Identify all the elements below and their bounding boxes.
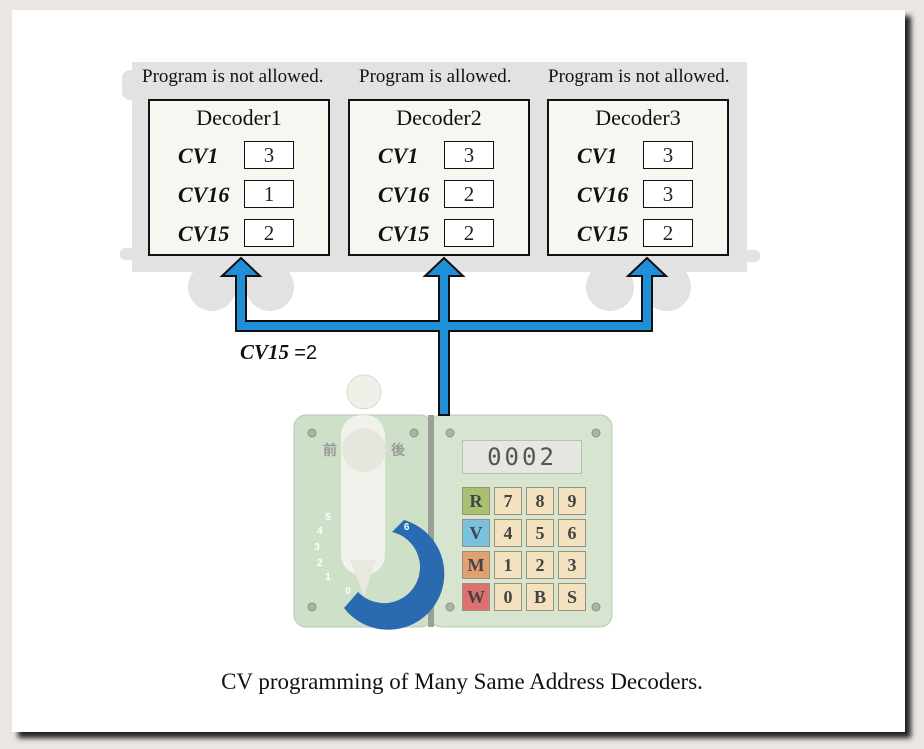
dial-number: 1: [325, 572, 331, 583]
command-label: CV15: [240, 340, 290, 364]
cv-label: CV16: [577, 182, 629, 207]
car-coupler-left: [120, 248, 150, 260]
cv-value: 3: [244, 141, 294, 169]
key-9-button[interactable]: 9: [558, 487, 586, 515]
key-5-button[interactable]: 5: [526, 519, 554, 547]
branch-arrow: [219, 256, 669, 416]
cv-value: 2: [444, 180, 494, 208]
cv-label: CV1: [178, 143, 219, 168]
cv-value: 3: [643, 141, 693, 169]
key-0-button[interactable]: 0: [494, 583, 522, 611]
panel-divider: [428, 415, 434, 627]
key-v-button[interactable]: V: [462, 519, 490, 547]
cv15-row: CV15 2: [178, 219, 318, 251]
cv-value: 1: [244, 180, 294, 208]
key-8-button[interactable]: 8: [526, 487, 554, 515]
dial-number: 4: [317, 526, 323, 537]
car-coupler-left-top: [122, 70, 142, 100]
key-w-button[interactable]: W: [462, 583, 490, 611]
cv-value: 3: [444, 141, 494, 169]
key-3-button[interactable]: 3: [558, 551, 586, 579]
lever-tip: [350, 560, 376, 596]
dial-numbers: 0 12 3 45 6: [314, 512, 410, 597]
cv-label: CV15: [378, 221, 430, 246]
cv-label: CV1: [577, 143, 618, 168]
cv-value: 3: [643, 180, 693, 208]
decoder2-status: Program is allowed.: [359, 66, 512, 87]
lever-knob[interactable]: [346, 374, 382, 410]
decoder3-box: Decoder3 CV1 3 CV16 3 CV15 2: [547, 99, 729, 256]
lever-shaft: [342, 428, 386, 472]
key-7-button[interactable]: 7: [494, 487, 522, 515]
wheel: [586, 263, 634, 311]
dial-number: 6: [404, 522, 410, 533]
decoder1-box: Decoder1 CV1 3 CV16 1 CV15 2: [148, 99, 330, 256]
cv16-row: CV16 1: [178, 180, 318, 212]
key-2-button[interactable]: 2: [526, 551, 554, 579]
cv1-row: CV1 3: [378, 141, 518, 173]
car-coupler-right: [740, 250, 760, 262]
figure-caption: CV programming of Many Same Address Deco…: [221, 669, 703, 694]
cv-value: 2: [444, 219, 494, 247]
speed-dial-arc: [344, 520, 445, 630]
screw-icon: [445, 428, 455, 438]
key-4-button[interactable]: 4: [494, 519, 522, 547]
decoder-title: Decoder2: [396, 105, 482, 130]
key-b-button[interactable]: B: [526, 583, 554, 611]
command-value: =2: [294, 342, 318, 364]
screw-icon: [307, 602, 317, 612]
screw-icon: [445, 602, 455, 612]
cv15-row: CV15 2: [378, 219, 518, 251]
cv1-row: CV1 3: [178, 141, 318, 173]
decoder1-status: Program is not allowed.: [142, 66, 324, 87]
cv1-row: CV1 3: [577, 141, 717, 173]
cv-value: 2: [643, 219, 693, 247]
decoder2-box: Decoder2 CV1 3 CV16 2 CV15 2: [348, 99, 530, 256]
decoder3-status: Program is not allowed.: [548, 66, 730, 87]
cv-label: CV15: [178, 221, 230, 246]
screw-icon: [409, 428, 419, 438]
key-r-button[interactable]: R: [462, 487, 490, 515]
cv16-row: CV16 2: [378, 180, 518, 212]
screw-icon: [591, 602, 601, 612]
screw-icon: [591, 428, 601, 438]
dial-number: 2: [317, 558, 323, 569]
key-6-button[interactable]: 6: [558, 519, 586, 547]
cv16-row: CV16 3: [577, 180, 717, 212]
cv15-row: CV15 2: [577, 219, 717, 251]
screw-icon: [307, 428, 317, 438]
dial-number: 3: [314, 542, 320, 553]
key-s-button[interactable]: S: [558, 583, 586, 611]
key-1-button[interactable]: 1: [494, 551, 522, 579]
dial-number: 5: [325, 512, 331, 523]
cv-label: CV15: [577, 221, 629, 246]
cv-label: CV1: [378, 143, 419, 168]
cv-label: CV16: [178, 182, 230, 207]
decoder-title: Decoder3: [595, 105, 681, 130]
dial-number: 0: [345, 586, 351, 597]
cv-value: 2: [244, 219, 294, 247]
cv-label: CV16: [378, 182, 430, 207]
command-note: CV15 =2: [240, 340, 317, 365]
forward-label: 前: [323, 442, 337, 459]
decoder-title: Decoder1: [196, 105, 282, 130]
controller-display: 0002: [462, 440, 582, 474]
reverse-label: 後: [391, 442, 406, 459]
key-m-button[interactable]: M: [462, 551, 490, 579]
